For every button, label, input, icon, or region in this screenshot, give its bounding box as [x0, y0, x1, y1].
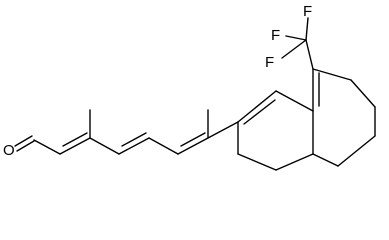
chain-double-bond-3	[177, 137, 209, 155]
chain-double-bond-3-inner	[180, 132, 206, 147]
ring-b	[312, 68, 376, 167]
ring-b-bond-2	[312, 68, 352, 81]
fluorine-label-left: F	[271, 27, 280, 44]
oxygen-label: O	[3, 142, 15, 159]
aldehyde-group: O	[3, 135, 61, 159]
ring-a-double-bond	[237, 90, 277, 123]
ring-a-bond-2	[237, 153, 277, 171]
chain-double-bond-1-inner	[62, 132, 88, 147]
angular-methyl-bond	[312, 153, 339, 167]
chain-single-bond-2	[148, 137, 179, 155]
cf-bond-top	[305, 17, 309, 41]
chain-double-bond-1	[59, 137, 91, 155]
trifluoromethyl-group: F F F	[265, 3, 314, 71]
carbonyl-double-bond-a	[16, 140, 35, 152]
carbonyl-double-bond-b	[14, 135, 33, 147]
ring-a	[237, 90, 339, 171]
chain-to-ring-bond	[207, 121, 239, 139]
ring-a-bond-5	[275, 90, 314, 112]
chain-single-bond-1	[89, 137, 120, 155]
cf3-attachment-bond	[305, 39, 314, 70]
ring-a-double-bond-inner	[243, 99, 276, 125]
cf-bond-lower	[281, 39, 307, 59]
fluorine-label-top: F	[303, 3, 312, 20]
chain-double-bond-2	[118, 137, 150, 155]
ring-b-bond-3	[350, 79, 376, 108]
chain-double-bond-2-inner	[121, 132, 147, 147]
ring-b-bond-5	[337, 135, 376, 167]
skeletal-formula-diagram: O F F	[3, 3, 376, 171]
polyene-chain	[59, 109, 239, 155]
ring-a-bond-3	[275, 153, 314, 171]
cf-bond-left	[285, 35, 307, 41]
aldehyde-ch-bond	[33, 139, 61, 155]
fluorine-label-lower: F	[265, 54, 274, 71]
